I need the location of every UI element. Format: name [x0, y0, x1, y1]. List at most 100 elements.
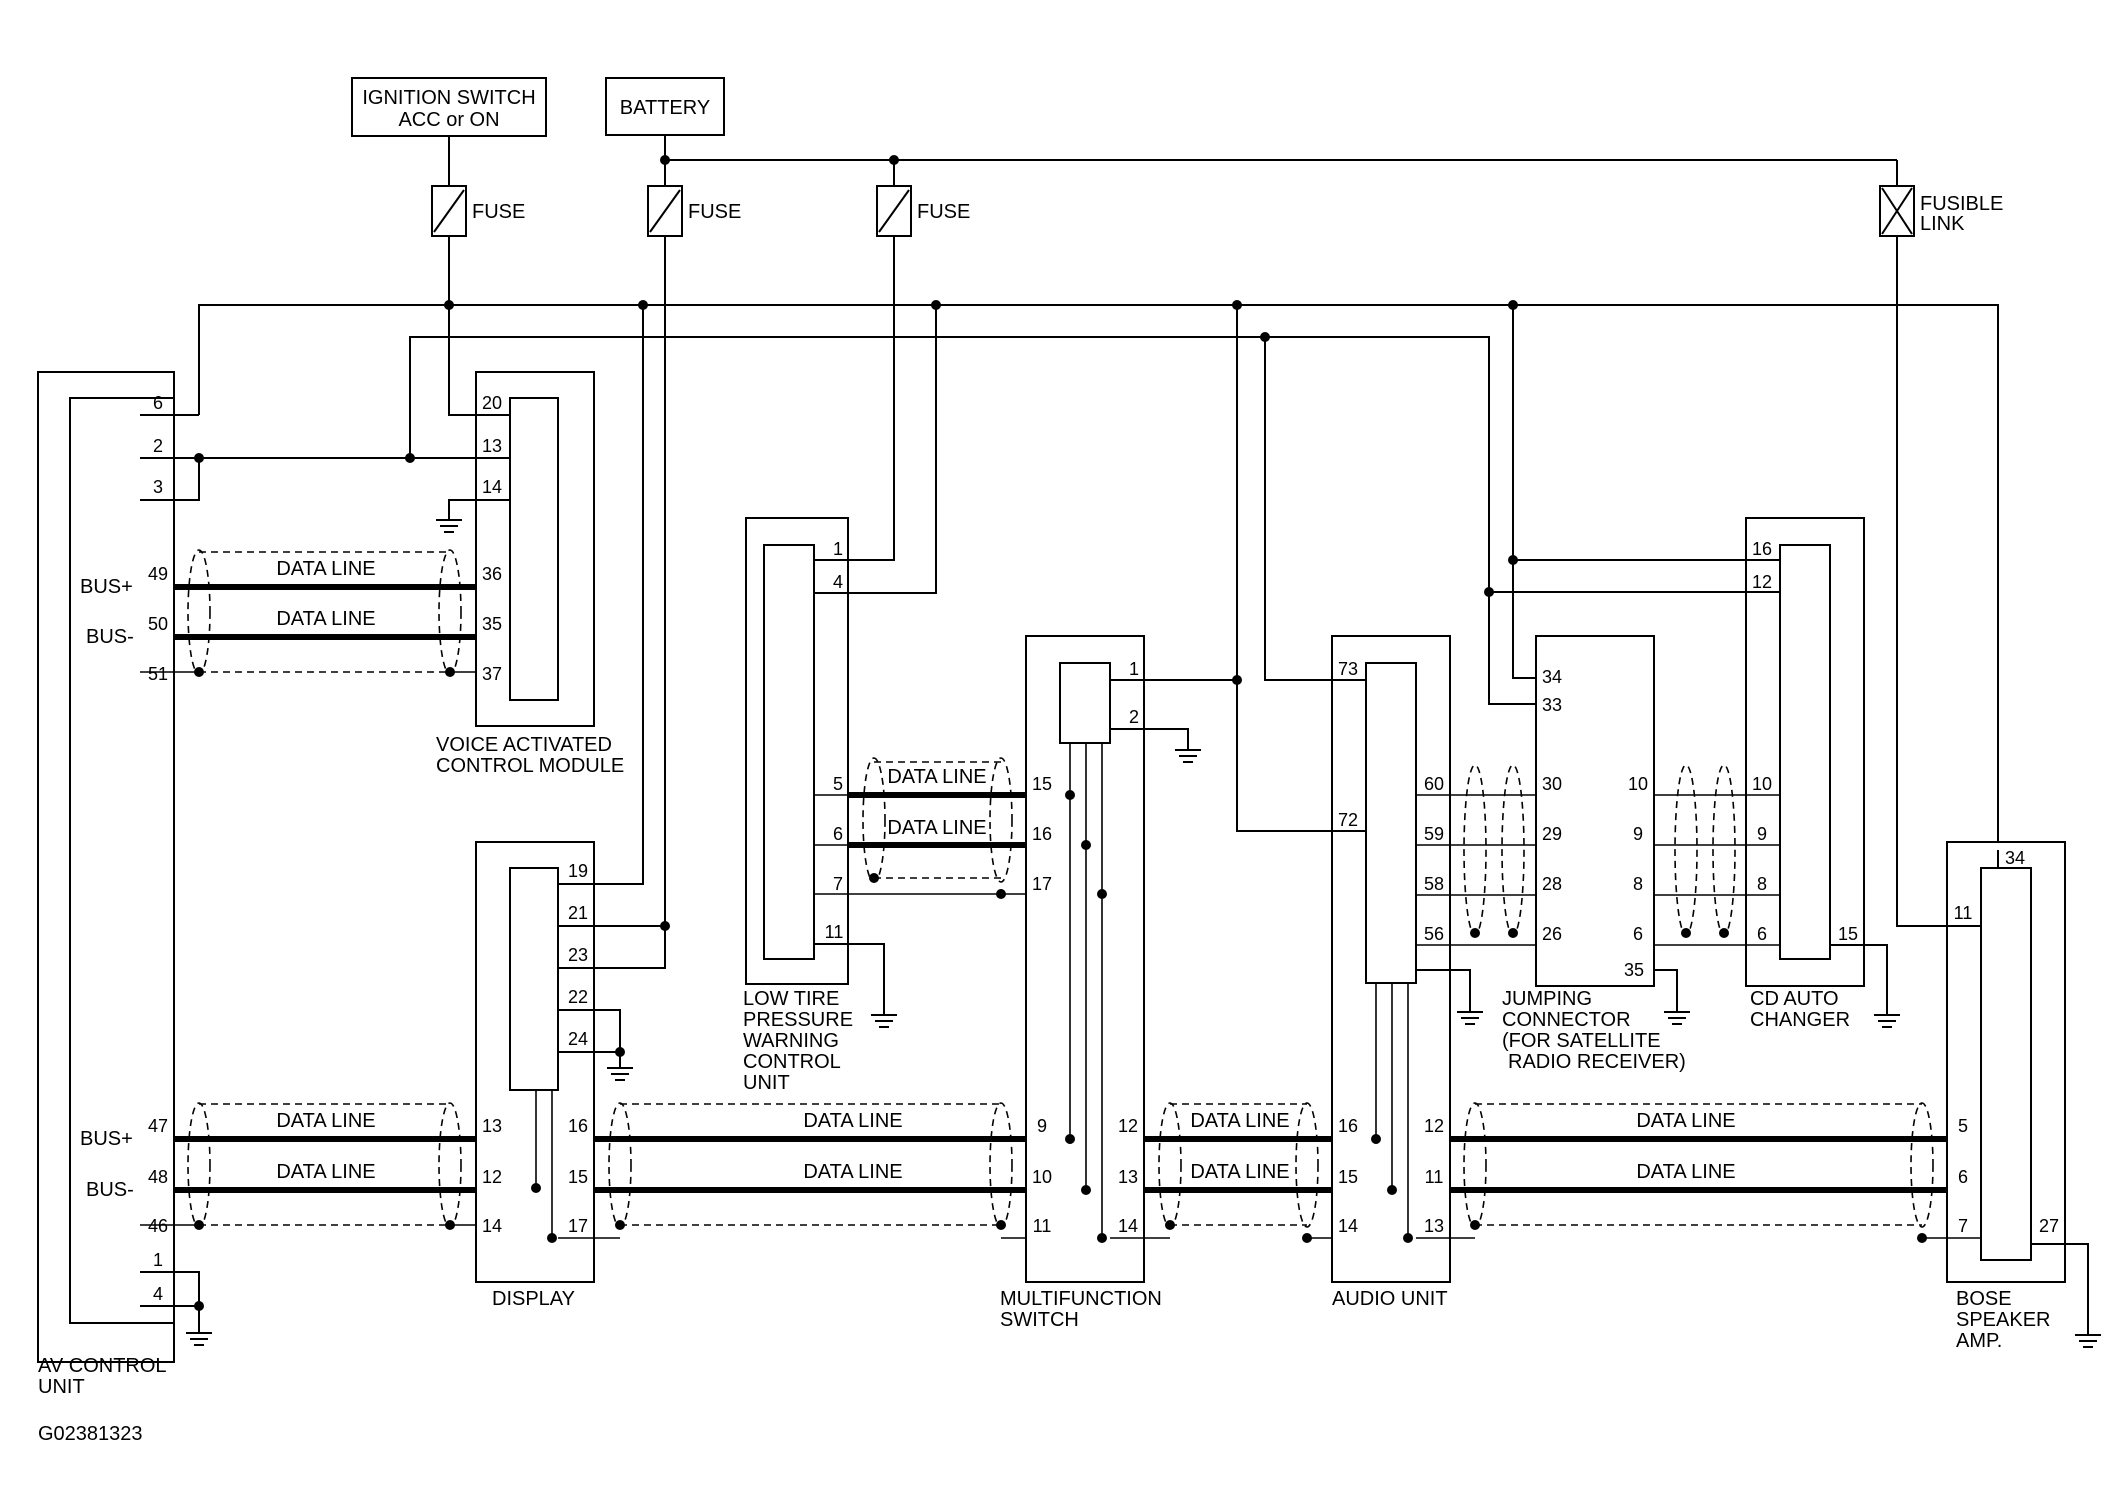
svg-text:15: 15 [568, 1167, 588, 1187]
svg-text:13: 13 [482, 436, 502, 456]
svg-text:46: 46 [148, 1216, 168, 1236]
svg-text:DATA LINE: DATA LINE [1636, 1110, 1735, 1132]
svg-text:15: 15 [1338, 1167, 1358, 1187]
svg-text:14: 14 [1118, 1216, 1138, 1236]
svg-text:DATA LINE: DATA LINE [276, 1161, 375, 1183]
svg-text:13: 13 [1424, 1216, 1444, 1236]
svg-text:7: 7 [1958, 1216, 1968, 1236]
svg-text:UNIT: UNIT [743, 1072, 790, 1094]
voice-pins: 20 13 14 36 35 37 [482, 393, 502, 684]
svg-text:WARNING: WARNING [743, 1030, 839, 1052]
svg-text:16: 16 [1338, 1116, 1358, 1136]
svg-text:DATA LINE: DATA LINE [1190, 1161, 1289, 1183]
svg-text:10: 10 [1032, 1167, 1052, 1187]
svg-text:FUSIBLE: FUSIBLE [1920, 193, 2003, 215]
svg-text:13: 13 [1118, 1167, 1138, 1187]
svg-text:8: 8 [1757, 874, 1767, 894]
jumping-cd-lines [1654, 764, 1780, 946]
voice-wiring [436, 236, 510, 533]
svg-text:58: 58 [1424, 874, 1444, 894]
av-wiring [140, 414, 476, 1346]
ignition-switch: IGNITION SWITCH ACC or ON [351, 77, 547, 137]
svg-text:5: 5 [833, 774, 843, 794]
svg-text:26: 26 [1542, 924, 1562, 944]
multi-wiring [1065, 679, 1237, 1243]
svg-text:14: 14 [482, 1216, 502, 1236]
svg-text:11: 11 [825, 922, 844, 942]
fuse-3: FUSE [876, 160, 970, 237]
cd-pins: 16 12 10 9 8 6 15 [1752, 539, 1858, 944]
svg-text:DATA LINE: DATA LINE [276, 608, 375, 630]
svg-text:BUS-: BUS- [86, 626, 134, 648]
svg-text:10: 10 [1628, 774, 1648, 794]
svg-text:DATA LINE: DATA LINE [1190, 1110, 1289, 1132]
jumping-connector: JUMPING CONNECTOR (FOR SATELLITE RADIO R… [1502, 635, 1686, 1073]
svg-text:30: 30 [1542, 774, 1562, 794]
display-unit: DISPLAY [475, 841, 595, 1310]
svg-text:16: 16 [1032, 824, 1052, 844]
svg-text:12: 12 [482, 1167, 502, 1187]
svg-text:59: 59 [1424, 824, 1444, 844]
svg-text:6: 6 [153, 393, 163, 413]
svg-text:17: 17 [568, 1216, 588, 1236]
svg-text:JUMPING: JUMPING [1502, 988, 1592, 1010]
fuse-ignition: FUSE [431, 136, 525, 237]
svg-text:DATA LINE: DATA LINE [803, 1110, 902, 1132]
svg-text:DATA LINE: DATA LINE [1636, 1161, 1735, 1183]
svg-text:DATA LINE: DATA LINE [887, 766, 986, 788]
svg-text:SPEAKER: SPEAKER [1956, 1309, 2050, 1331]
svg-text:13: 13 [482, 1116, 502, 1136]
battery: BATTERY [605, 77, 725, 136]
svg-text:1: 1 [833, 539, 843, 559]
audio-pins: 73 72 60 59 58 56 16 15 14 12 11 13 [1338, 659, 1444, 1236]
svg-text:1: 1 [153, 1250, 163, 1270]
svg-text:LOW TIRE: LOW TIRE [743, 988, 839, 1010]
cd-auto-changer: CD AUTO CHANGER [1745, 517, 1865, 1031]
svg-text:IGNITION SWITCH: IGNITION SWITCH [362, 87, 535, 109]
svg-text:VOICE ACTIVATED: VOICE ACTIVATED [436, 734, 612, 756]
svg-text:CONTROL MODULE: CONTROL MODULE [436, 755, 624, 777]
svg-text:16: 16 [568, 1116, 588, 1136]
audio-jumping-lines [1416, 764, 1536, 946]
svg-text:CONNECTOR: CONNECTOR [1502, 1009, 1631, 1031]
svg-text:BUS-: BUS- [86, 1179, 134, 1201]
svg-text:12: 12 [1752, 572, 1772, 592]
svg-text:MULTIFUNCTION: MULTIFUNCTION [1000, 1288, 1162, 1310]
svg-text:11: 11 [1033, 1216, 1052, 1236]
svg-text:34: 34 [2005, 848, 2025, 868]
svg-text:BUS+: BUS+ [80, 576, 133, 598]
svg-text:6: 6 [1633, 924, 1643, 944]
svg-text:DISPLAY: DISPLAY [492, 1288, 575, 1310]
svg-text:BOSE: BOSE [1956, 1288, 2012, 1310]
svg-text:DATA LINE: DATA LINE [803, 1161, 902, 1183]
svg-text:50: 50 [148, 614, 168, 634]
fusible-link: FUSIBLE LINK [1879, 160, 2003, 237]
svg-text:UNIT: UNIT [38, 1376, 85, 1398]
bose-speaker-amp: BOSE SPEAKER AMP. [1946, 841, 2066, 1352]
audio-unit: AUDIO UNIT [1331, 635, 1451, 1310]
svg-text:22: 22 [568, 987, 588, 1007]
svg-text:17: 17 [1032, 874, 1052, 894]
svg-text:2: 2 [153, 436, 163, 456]
data-line-display-multi: DATA LINE DATA LINE [558, 1102, 1026, 1239]
svg-text:DATA LINE: DATA LINE [887, 817, 986, 839]
svg-text:9: 9 [1757, 824, 1767, 844]
svg-text:2: 2 [1129, 707, 1139, 727]
svg-text:5: 5 [1958, 1116, 1968, 1136]
figure-id: G02381323 [38, 1423, 143, 1445]
svg-text:60: 60 [1424, 774, 1444, 794]
svg-text:8: 8 [1633, 874, 1643, 894]
svg-text:FUSE: FUSE [917, 201, 970, 223]
svg-text:3: 3 [153, 477, 163, 497]
svg-text:73: 73 [1338, 659, 1358, 679]
svg-text:23: 23 [568, 945, 588, 965]
data-line-lowtire-multi: DATA LINE DATA LINE [814, 757, 1026, 899]
svg-text:BUS+: BUS+ [80, 1128, 133, 1150]
bose-wiring [1896, 236, 2101, 1348]
svg-text:10: 10 [1752, 774, 1772, 794]
jumping-pins: 34 33 30 29 28 26 10 9 8 6 35 [1542, 667, 1648, 980]
low-tire-pressure-unit: LOW TIRE PRESSURE WARNING CONTROL UNIT [743, 517, 853, 1094]
svg-text:72: 72 [1338, 810, 1358, 830]
svg-text:35: 35 [1624, 960, 1644, 980]
svg-text:20: 20 [482, 393, 502, 413]
